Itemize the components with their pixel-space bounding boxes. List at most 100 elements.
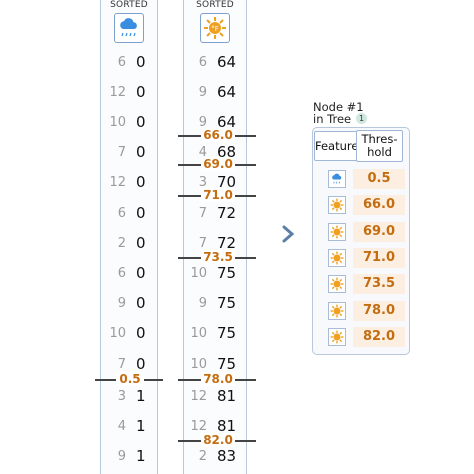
row-value: 75 (217, 324, 237, 342)
row-count: 9 (198, 114, 207, 130)
row-count: 7 (117, 144, 126, 160)
threshold-label: 71.0 (201, 188, 235, 202)
tree-number-badge: 1 (356, 113, 367, 124)
row-count: 6 (198, 54, 207, 70)
cloud-rain-icon (328, 170, 346, 188)
threshold-header-line1: Thres- (361, 132, 398, 146)
sun-icon (328, 248, 346, 267)
row-count: 10 (190, 265, 207, 281)
row-count: 7 (198, 205, 207, 221)
row-value: 0 (136, 324, 146, 342)
row-count: 6 (117, 265, 126, 281)
row-value: 64 (217, 53, 237, 71)
row-count: 10 (109, 325, 126, 341)
data-row: 6 64 (185, 52, 236, 72)
row-value: 0 (136, 294, 146, 312)
sun-icon (328, 327, 346, 346)
row-value: 0 (136, 143, 146, 161)
row-value: 0 (136, 204, 146, 222)
threshold-label: 66.0 (201, 128, 235, 142)
data-row: 3 70 (185, 172, 236, 192)
data-row: 9 64 (185, 112, 236, 132)
row-value: 0 (136, 173, 146, 191)
threshold-label: 69.0 (201, 157, 235, 171)
row-count: 2 (198, 448, 207, 464)
data-row: 10 0 (104, 112, 146, 132)
row-count: 9 (117, 448, 126, 464)
row-value: 0 (136, 234, 146, 252)
row-value: 0 (136, 264, 146, 282)
row-value: 0 (136, 113, 146, 131)
row-value: 68 (217, 143, 237, 161)
column-header: SORTED (196, 0, 234, 10)
row-value: 1 (136, 447, 146, 465)
row-count: 12 (109, 174, 126, 190)
row-count: 3 (198, 174, 207, 190)
data-row: 12 0 (104, 172, 146, 192)
row-count: 10 (109, 114, 126, 130)
data-row: 2 83 (185, 446, 236, 466)
row-value: 64 (217, 83, 237, 101)
sun-icon (328, 196, 346, 215)
row-count: 12 (109, 84, 126, 100)
threshold-label: 82.0 (201, 433, 235, 447)
row-value: 1 (136, 417, 146, 435)
row-count: 2 (117, 235, 126, 251)
row-count: 4 (198, 144, 207, 160)
row-value: 75 (217, 355, 237, 373)
threshold-value: 69.0 (353, 221, 405, 242)
threshold-value: 78.0 (353, 300, 405, 321)
threshold-value: 82.0 (353, 326, 405, 347)
cloud-rain-icon (114, 13, 144, 43)
threshold-label: 0.5 (116, 372, 144, 386)
row-value: 83 (217, 447, 237, 465)
threshold-value: 71.0 (353, 247, 405, 268)
threshold-value: 0.5 (353, 169, 405, 189)
row-count: 10 (190, 325, 207, 341)
row-count: 6 (117, 205, 126, 221)
feature-column-temperature: SORTED °F (183, 0, 247, 474)
row-count: 7 (198, 235, 207, 251)
row-count: 7 (117, 356, 126, 372)
threshold-value: 66.0 (353, 195, 405, 216)
row-count: 9 (198, 295, 207, 311)
threshold-header-line2: hold (367, 145, 392, 159)
row-value: 81 (217, 417, 237, 435)
threshold-label: 73.5 (201, 250, 235, 264)
row-value: 0 (136, 83, 146, 101)
data-row: 4 68 (185, 142, 236, 162)
row-count: 6 (117, 54, 126, 70)
sun-icon (328, 222, 346, 241)
threshold-label: 78.0 (201, 372, 235, 386)
threshold-value: 73.5 (353, 274, 405, 295)
svg-text:°F: °F (211, 25, 219, 33)
row-value: 72 (217, 204, 237, 222)
data-row: 10 0 (104, 323, 146, 343)
row-count: 3 (117, 388, 126, 404)
sun-icon (328, 275, 346, 294)
feature-header: Feature (314, 131, 359, 161)
row-value: 70 (217, 173, 237, 191)
row-value: 64 (217, 113, 237, 131)
row-value: 0 (136, 355, 146, 373)
data-row: 12 0 (104, 82, 146, 102)
feature-column-rain: SORTED (100, 0, 158, 474)
data-row: 9 64 (185, 82, 236, 102)
data-row: 10 75 (185, 323, 236, 343)
row-count: 9 (198, 84, 207, 100)
row-value: 81 (217, 387, 237, 405)
row-count: 10 (190, 356, 207, 372)
node-title: Node #1 (313, 100, 364, 114)
